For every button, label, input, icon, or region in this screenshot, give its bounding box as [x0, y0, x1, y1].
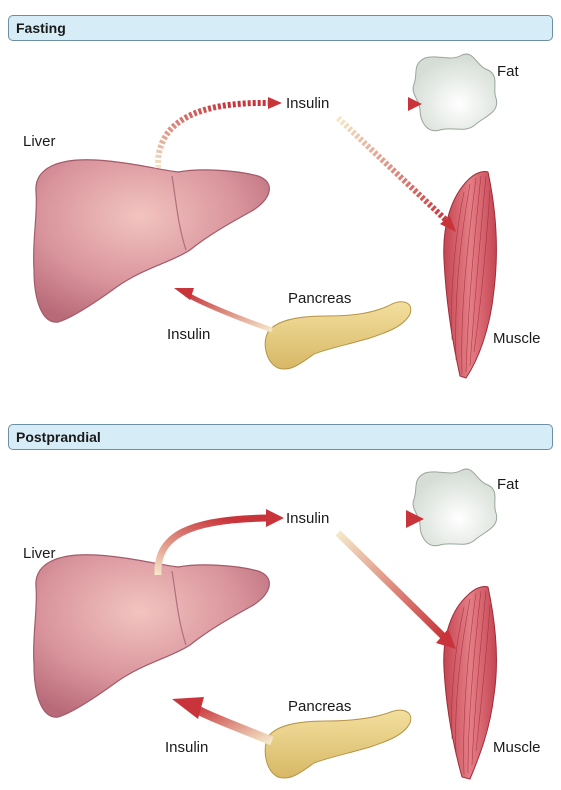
pancreas-organ — [265, 710, 411, 778]
label-insulin-top: Insulin — [286, 510, 329, 527]
label-fat: Fat — [497, 476, 519, 493]
fat-cell — [413, 469, 497, 546]
muscle-tissue — [444, 586, 497, 779]
label-insulin-bottom: Insulin — [165, 739, 208, 756]
label-liver: Liver — [23, 545, 56, 562]
label-muscle: Muscle — [493, 739, 541, 756]
postprandial-diagram — [0, 395, 561, 790]
label-pancreas: Pancreas — [288, 698, 351, 715]
liver-organ — [34, 555, 270, 717]
